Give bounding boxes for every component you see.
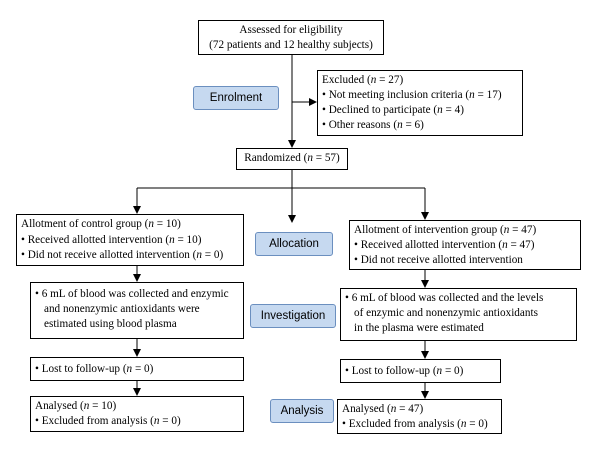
excluded-title: Excluded (n = 27) (322, 74, 404, 86)
control-investigation-line: estimated using blood plasma (44, 318, 177, 330)
randomized-box: Randomized (n = 57) (236, 148, 348, 170)
control-allotment-title: Allotment of control group (n = 10) (21, 218, 181, 230)
eligibility-box: Assessed for eligibility (72 patients an… (198, 20, 384, 55)
control-allotment-box: Allotment of control group (n = 10) • Re… (16, 214, 244, 266)
stage-investigation: Investigation (250, 304, 336, 328)
stage-analysis: Analysis (270, 399, 334, 423)
control-analysis-title: Analysed (n = 10) (35, 400, 117, 412)
intervention-allotment-item: • Received allotted intervention (n = 47… (354, 239, 535, 251)
eligibility-title: Assessed for eligibility (239, 24, 343, 36)
excluded-box: Excluded (n = 27) • Not meeting inclusio… (317, 70, 523, 136)
control-allotment-item: • Received allotted intervention (n = 10… (21, 233, 202, 246)
intervention-allotment-item: • Did not receive allotted intervention (354, 254, 523, 266)
excluded-item: • Other reasons (n = 6) (322, 119, 424, 131)
intervention-investigation-line: in the plasma were estimated (354, 322, 484, 334)
excluded-item: • Declined to participate (n = 4) (322, 104, 464, 116)
control-followup-label: • Lost to follow-up (n = 0) (35, 363, 154, 375)
intervention-followup-label: • Lost to follow-up (n = 0) (345, 365, 464, 377)
intervention-investigation-line: of enzymic and nonenzymic antioxidants (354, 307, 538, 319)
control-investigation-line: • 6 mL of blood was collected and enzymi… (35, 288, 229, 300)
control-investigation-box: • 6 mL of blood was collected and enzymi… (30, 282, 244, 339)
intervention-analysis-box: Analysed (n = 47) • Excluded from analys… (337, 399, 502, 434)
intervention-analysis-item: • Excluded from analysis (n = 0) (342, 418, 488, 430)
intervention-investigation-box: • 6 mL of blood was collected and the le… (340, 288, 577, 341)
control-followup-box: • Lost to follow-up (n = 0) (30, 357, 244, 381)
control-investigation-line: and nonenzymic antioxidants were (44, 303, 200, 315)
intervention-investigation-line: • 6 mL of blood was collected and the le… (345, 292, 544, 304)
intervention-followup-box: • Lost to follow-up (n = 0) (340, 359, 501, 383)
intervention-analysis-title: Analysed (n = 47) (342, 403, 424, 415)
intervention-allotment-box: Allotment of intervention group (n = 47)… (349, 220, 581, 270)
excluded-item: • Not meeting inclusion criteria (n = 17… (322, 89, 502, 101)
eligibility-subtitle: (72 patients and 12 healthy subjects) (209, 39, 373, 51)
control-allotment-item: • Did not receive allotted intervention … (21, 249, 224, 261)
stage-enrolment: Enrolment (193, 86, 279, 110)
control-analysis-box: Analysed (n = 10) • Excluded from analys… (30, 396, 244, 432)
randomized-label: Randomized (n = 57) (244, 152, 340, 164)
control-analysis-item: • Excluded from analysis (n = 0) (35, 415, 181, 427)
intervention-allotment-title: Allotment of intervention group (n = 47) (354, 224, 537, 236)
stage-allocation: Allocation (255, 232, 333, 256)
